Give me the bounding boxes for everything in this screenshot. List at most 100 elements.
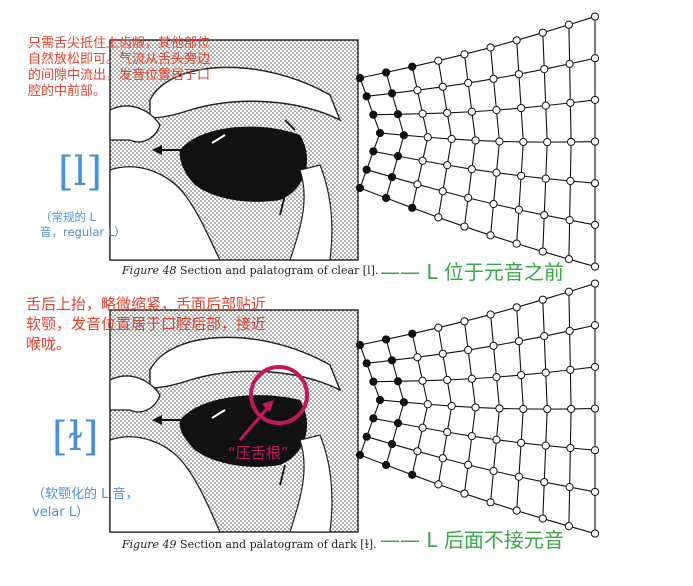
palatogram-line — [518, 175, 522, 210]
palatogram-open-dot — [438, 82, 447, 91]
palatogram-line — [438, 216, 465, 228]
palatogram-contact-dot — [362, 165, 371, 174]
palatogram-open-dot — [538, 295, 547, 304]
palatogram-open-dot — [486, 43, 495, 52]
palatogram-open-dot — [495, 137, 504, 146]
palatogram-line — [545, 105, 548, 143]
palatogram-open-dot — [486, 231, 495, 240]
palatogram-line — [471, 111, 477, 141]
palatogram-open-dot — [540, 477, 549, 487]
palatogram-open-dot — [590, 279, 600, 288]
palatogram-line — [495, 408, 500, 440]
palatogram-open-dot — [590, 12, 600, 21]
palatogram-open-dot — [541, 101, 550, 110]
palatogram-line — [391, 89, 418, 94]
palatogram-open-dot — [540, 332, 549, 341]
palatogram-line — [569, 102, 572, 142]
palatogram-line — [412, 474, 439, 485]
palatogram-open-dot — [517, 103, 526, 113]
palatogram-line — [446, 405, 453, 433]
palatogram-open-dot — [467, 107, 476, 116]
palatogram-line — [569, 369, 572, 409]
palatogram-open-dot — [541, 174, 550, 183]
palatogram-line — [471, 109, 497, 113]
palatogram-line — [442, 86, 448, 114]
palatogram-line — [437, 191, 444, 218]
bottom-caption: Figure 49 Section and palatogram of dark… — [122, 538, 377, 551]
palatogram-line — [417, 183, 443, 192]
palatogram-line — [516, 40, 520, 75]
palatogram-open-dot — [443, 161, 452, 170]
palatogram-line — [385, 333, 413, 340]
palatogram-line — [447, 111, 472, 114]
palatogram-line — [568, 258, 596, 268]
palatogram-open-dot — [418, 156, 427, 165]
palatogram-open-dot — [471, 136, 480, 145]
palatogram-line — [366, 359, 393, 364]
palatogram-line — [366, 436, 393, 445]
palatogram-line — [471, 378, 477, 408]
bottom-highlight-label: “压舌根” — [228, 444, 289, 462]
top-annotation-green: —— L 位于元音之前 — [380, 260, 564, 284]
palatogram-line — [516, 476, 520, 511]
palatogram-line — [492, 172, 498, 205]
palatogram-line — [437, 60, 444, 87]
palatogram-contact-dot — [382, 68, 391, 77]
palatogram-open-dot — [434, 323, 443, 332]
palatogram-line — [545, 409, 548, 446]
palatogram-line — [542, 482, 545, 519]
palatogram-line — [493, 203, 520, 211]
palatogram-open-dot — [492, 435, 501, 444]
palatogram-open-dot — [541, 368, 550, 377]
palatogram-line — [542, 299, 545, 337]
palatogram-open-dot — [460, 50, 469, 59]
palatogram-line — [496, 107, 522, 111]
palatogram-line — [542, 215, 545, 252]
palatogram-line — [397, 155, 423, 162]
palatogram-line — [468, 78, 494, 84]
palatogram-contact-dot — [408, 203, 417, 212]
palatogram-line — [468, 197, 494, 205]
palatogram-line — [520, 141, 524, 176]
palatogram-contact-dot — [375, 395, 385, 405]
palatogram-line — [521, 372, 546, 376]
palatogram-open-dot — [495, 404, 504, 413]
palatogram-open-dot — [434, 480, 443, 489]
palatogram-contact-dot — [369, 377, 378, 386]
palatogram-line — [545, 369, 571, 374]
palatogram-contact-dot — [408, 62, 417, 71]
palatogram-line — [464, 47, 491, 55]
palatogram-line — [492, 78, 498, 111]
palatogram-line — [490, 470, 495, 503]
palatogram-line — [442, 165, 448, 192]
palatogram-open-dot — [538, 514, 547, 523]
palatogram-line — [397, 113, 423, 115]
palatogram-open-dot — [565, 215, 574, 225]
palatogram-open-dot — [443, 375, 452, 385]
palatogram-line — [385, 197, 413, 209]
palatogram-line — [544, 330, 570, 337]
palatogram-open-dot — [543, 138, 552, 147]
bottom-ipa-symbol: [ɫ] — [52, 414, 99, 460]
palatogram-open-dot — [464, 78, 473, 88]
palatogram-line — [518, 209, 545, 216]
palatogram-line — [542, 251, 570, 260]
palatogram-open-dot — [486, 310, 495, 319]
palatogram-open-dot — [590, 137, 600, 146]
palatogram-open-dot — [460, 317, 469, 326]
palatogram-line — [471, 168, 497, 174]
palatogram-open-dot — [564, 255, 573, 264]
palatogram-open-dot — [489, 466, 498, 476]
palatogram-line — [463, 54, 469, 84]
palatogram-line — [568, 283, 596, 293]
palatogram-line — [385, 66, 413, 73]
palatogram-open-dot — [489, 199, 498, 209]
palatogram-open-dot — [566, 365, 575, 374]
palatogram-line — [490, 39, 517, 49]
palatogram-line — [521, 105, 546, 109]
palatogram-open-dot — [543, 405, 552, 414]
palatogram-line — [495, 110, 500, 142]
palatogram-open-dot — [519, 137, 528, 147]
palatogram-open-dot — [517, 370, 526, 380]
palatogram-line — [373, 417, 399, 424]
